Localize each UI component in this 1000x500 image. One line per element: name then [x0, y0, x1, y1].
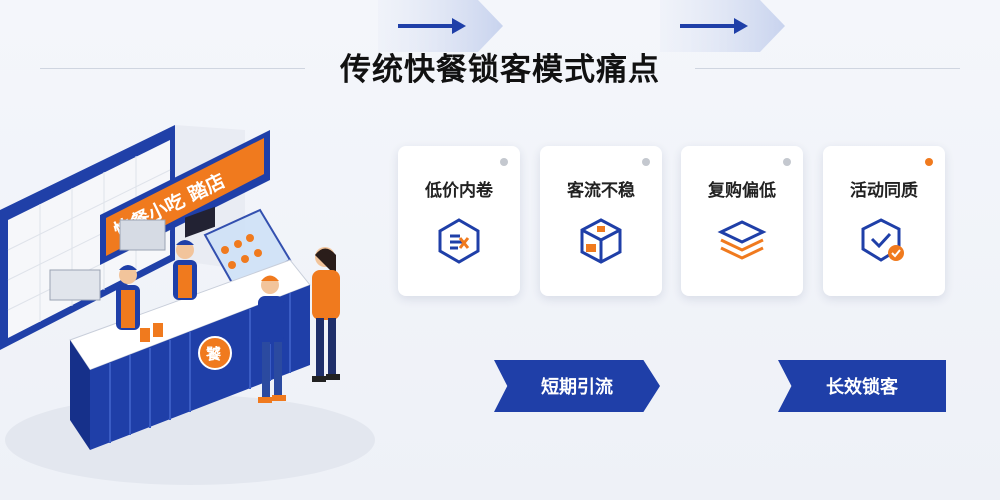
status-dot: [500, 158, 508, 166]
title-rule-right: [695, 68, 960, 69]
page-title: 传统快餐锁客模式痛点: [340, 52, 660, 88]
price-war-icon: [438, 218, 480, 264]
card-label: 活动同质: [850, 181, 918, 201]
step-long-term-retention: 长效锁客: [778, 360, 946, 412]
status-dot-active: [925, 158, 933, 166]
card-unstable-flow: 客流不稳: [540, 146, 662, 296]
card-label: 低价内卷: [425, 181, 493, 201]
flow-arrow-2: [660, 0, 785, 52]
card-low-repurchase: 复购偏低: [681, 146, 803, 296]
card-low-price: 低价内卷: [398, 146, 520, 296]
card-homogeneous-promo: 活动同质: [823, 146, 945, 296]
status-dot: [642, 158, 650, 166]
layers-icon: [717, 220, 767, 260]
counter-logo-text: 饕: [205, 345, 222, 363]
shield-check-icon: [861, 218, 904, 262]
status-dot: [783, 158, 791, 166]
flow-arrow-1: [378, 0, 503, 52]
card-label: 复购偏低: [708, 181, 776, 201]
unstable-box-icon: [580, 218, 622, 264]
shop-illustration: 快餐小吃 踏店 饕: [0, 125, 375, 485]
step-short-term-traffic: 短期引流: [494, 360, 660, 412]
title-rule-left: [40, 68, 305, 69]
card-label: 客流不稳: [567, 181, 635, 201]
